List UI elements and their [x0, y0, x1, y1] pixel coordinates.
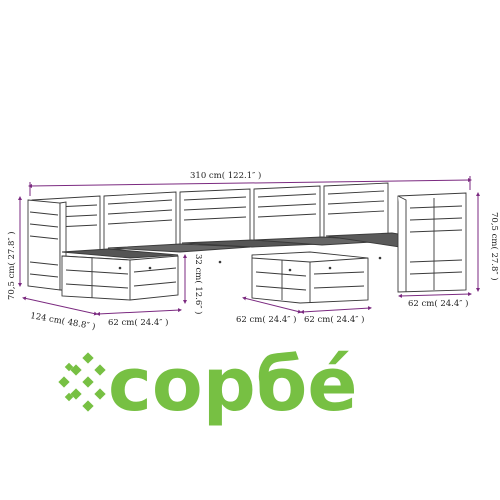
left-depth-label: 124 cm( 48.8″ ) [29, 310, 96, 332]
right-module-width-label: 62 cm( 24.4″ ) [408, 298, 468, 309]
left-ottoman-width-label: 62 cm( 24.4″ ) [108, 317, 168, 328]
left-corner-module [27, 199, 67, 291]
right-corner-module [397, 192, 467, 293]
front-ottoman-depth-label: 62 cm( 24.4″ ) [236, 314, 296, 325]
brand-logo: copбé [58, 342, 358, 428]
dimension-lines [18, 176, 480, 316]
bolt-dots [118, 256, 382, 272]
left-ottoman [61, 255, 179, 301]
logo-text: copбé [108, 342, 358, 428]
front-ottoman [251, 251, 369, 304]
right-height-label: 70,5 cm( 27.8″ ) [489, 212, 500, 281]
front-ottoman-width-label: 62 cm( 24.4″ ) [304, 314, 364, 325]
logo-dots-icon [58, 352, 106, 412]
left-height-label: 70,5 cm( 27.8″ ) [6, 231, 17, 300]
sofa-set-drawing [27, 182, 467, 304]
total-width-label: 310 cm( 122.1″ ) [190, 170, 261, 181]
ottoman-height-label: 32 cm( 12.6″ ) [193, 254, 204, 314]
